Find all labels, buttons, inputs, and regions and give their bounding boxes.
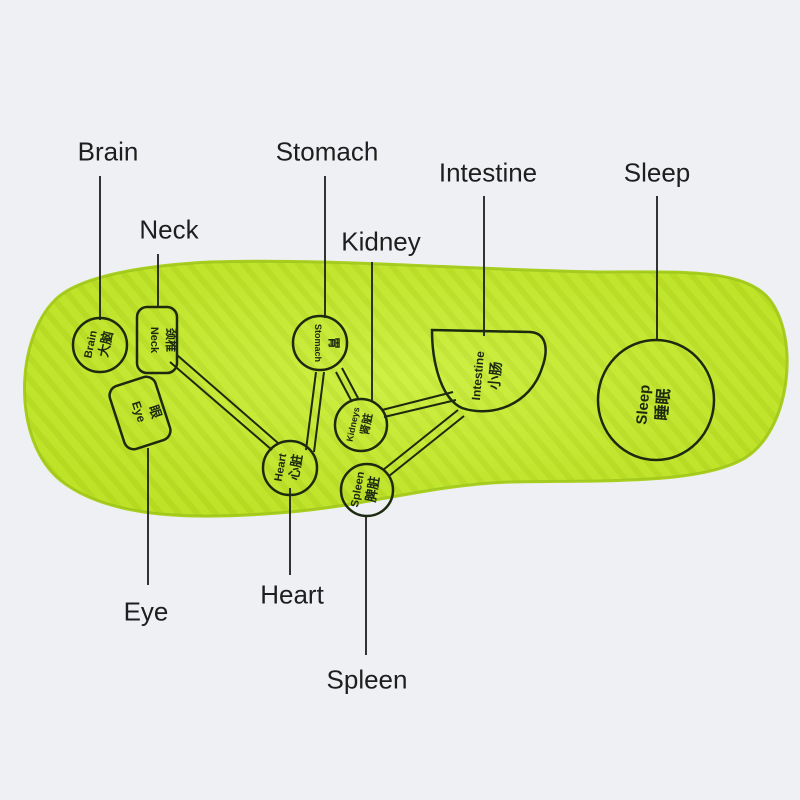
stomach-zone-cn: 胃 xyxy=(327,337,341,349)
neck-zone: Neck 颈椎 xyxy=(135,305,179,375)
kidney-label: Kidney xyxy=(341,226,421,257)
kidney-zone-cn: 肾脏 xyxy=(357,412,375,436)
brain-zone-en: Brain xyxy=(82,329,100,359)
heart-label: Heart xyxy=(260,579,324,610)
stomach-label: Stomach xyxy=(275,136,379,167)
heart-zone: Heart 心脏 xyxy=(261,439,319,497)
brain-zone-cn: 大脑 xyxy=(96,330,116,359)
spleen-zone-cn: 脾脏 xyxy=(363,475,382,503)
intestine-label: Intestine xyxy=(438,157,538,188)
eye-zone: Eye 眼 xyxy=(108,375,172,451)
sleep-label: Sleep xyxy=(623,157,691,188)
leader-lines xyxy=(99,176,658,655)
insole-shading xyxy=(24,261,788,517)
eye-zone-en: Eye xyxy=(129,399,149,424)
neck-zone-en: Neck xyxy=(148,327,160,354)
sleep-zone-cn: 睡眠 xyxy=(652,388,674,422)
spleen-zone: Spleen 脾脏 xyxy=(339,462,395,518)
eye-label: Eye xyxy=(123,596,169,627)
neck-label: Neck xyxy=(139,214,199,245)
intestine-zone: Intestine 小肠 xyxy=(430,328,547,413)
neck-zone-cn: 颈椎 xyxy=(164,327,179,352)
stomach-zone-en: Stomach xyxy=(313,324,323,362)
zone-connections xyxy=(169,354,465,477)
heart-zone-cn: 心脏 xyxy=(286,453,305,481)
intestine-zone-en: Intestine xyxy=(469,350,487,401)
stomach-zone: Stomach 胃 xyxy=(291,314,349,372)
eye-zone-cn: 眼 xyxy=(146,403,165,421)
brain-zone: Brain 大脑 xyxy=(71,316,129,374)
sleep-zone-en: Sleep xyxy=(633,384,653,425)
brain-label: Brain xyxy=(77,136,139,167)
sleep-zone: Sleep 睡眠 xyxy=(596,338,716,462)
intestine-zone-cn: 小肠 xyxy=(486,361,504,390)
spleen-label: Spleen xyxy=(326,664,408,695)
heart-zone-en: Heart xyxy=(273,452,290,482)
